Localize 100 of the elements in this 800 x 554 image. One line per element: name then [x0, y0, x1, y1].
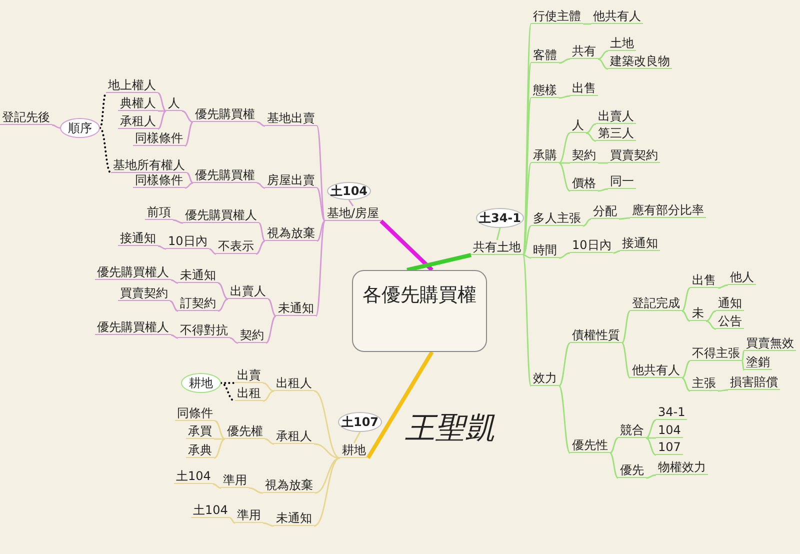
topic-label: 債權性質: [570, 328, 622, 343]
topic-label: 行使主體: [531, 9, 583, 24]
branch-line: [622, 310, 630, 344]
topic-label: 優先購買權: [193, 168, 257, 183]
topic-label: 不得對抗: [178, 323, 230, 338]
branch-line: [682, 310, 690, 322]
branch-line: [583, 23, 591, 25]
branch-line: [348, 200, 354, 206]
topic-label: 出售: [690, 273, 718, 288]
topic-label: 34-1: [656, 405, 688, 420]
branch-line: [522, 254, 532, 259]
branch-line: [741, 360, 745, 370]
branch-line: [314, 457, 340, 494]
topic-label: 接通知: [620, 236, 660, 251]
branch-line: [158, 110, 166, 130]
topic-label: 買賣無效: [744, 336, 796, 351]
branch-line: [316, 126, 326, 222]
topic-label: 人: [570, 118, 586, 133]
branch-line: [558, 58, 570, 64]
branch-line: [646, 474, 656, 479]
branch-line: [256, 121, 266, 127]
topic-label: 土104: [174, 469, 213, 484]
branch-line: [353, 432, 361, 444]
topic-label: 未: [690, 306, 706, 321]
branch-line: [212, 483, 222, 489]
topic-label: 10日內: [570, 238, 614, 253]
branch-line: [610, 437, 618, 454]
branch-line: [682, 287, 690, 312]
branch-line: [558, 252, 570, 259]
topic-label: 107: [656, 440, 683, 455]
branch-line: [214, 438, 226, 459]
branch-line: [170, 334, 178, 339]
topic-label: 不表示: [216, 239, 256, 254]
branch-line: [586, 132, 596, 142]
topic-label: 典權人: [118, 96, 158, 111]
topic-label: 出售: [570, 81, 598, 96]
topic-label: 準用: [221, 473, 249, 488]
topic-label: 訂契約: [178, 296, 218, 311]
topic-label: 視為放棄: [263, 478, 315, 493]
callout-bubble: 土34-1: [476, 208, 524, 228]
topic-label: 價格: [570, 176, 598, 191]
topic-label: 同一: [608, 174, 636, 189]
branch-line: [613, 250, 620, 254]
topic-label: 土104: [191, 503, 230, 518]
topic-label: 他共有人: [591, 9, 643, 24]
branch-line: [558, 162, 570, 192]
branch-line: [214, 438, 225, 440]
branch-line: [406, 253, 472, 272]
central-topic-box: 各優先購買權: [352, 270, 487, 352]
ellipse-node: 耕地: [181, 373, 221, 393]
branch-line: [496, 228, 501, 240]
topic-label: 他共有人: [630, 363, 682, 378]
topic-label: 104: [656, 423, 683, 438]
signature: 王聖凱: [405, 410, 495, 448]
topic-label: 接通知: [118, 231, 158, 246]
topic-label: 10日內: [166, 234, 210, 249]
branch-line: [610, 452, 618, 479]
topic-label: 承租人: [274, 429, 314, 444]
branch-line: [682, 377, 690, 392]
branch-line: [741, 350, 745, 362]
topic-label: 土地: [608, 36, 636, 51]
branch-line: [582, 218, 592, 227]
topic-label: 基地出賣: [265, 111, 317, 126]
topic-label: 登記完成: [630, 296, 682, 311]
topic-label: 未通知: [276, 301, 316, 316]
branch-line: [558, 386, 570, 454]
topic-label: 承購: [531, 148, 559, 163]
topic-label: 公告: [716, 314, 744, 329]
branch-line: [209, 248, 216, 255]
branch-line: [172, 219, 184, 224]
topic-label: 人: [166, 96, 182, 111]
branch-line: [258, 222, 266, 242]
topic-label: 同條件: [175, 406, 215, 421]
branch-line: [380, 220, 434, 272]
ellipse-node: 順序: [60, 118, 100, 138]
topic-label: 競合: [618, 423, 646, 438]
branch-line: [522, 24, 532, 256]
topic-label: 出租: [235, 386, 263, 401]
callout-bubble: 土104: [327, 182, 371, 200]
branch-line: [682, 360, 690, 379]
topic-label: 出租人: [274, 376, 314, 391]
branch-line: [158, 92, 166, 112]
topic-label: 客體: [531, 48, 559, 63]
topic-label: 優先購買權人: [183, 208, 259, 223]
topic-label: 第三人: [596, 126, 636, 141]
branch-line: [522, 254, 532, 386]
branch-line: [558, 342, 570, 387]
topic-label: 共有: [570, 44, 598, 59]
topic-label: 買賣契約: [118, 286, 170, 301]
topic-label: 登記先後: [0, 110, 52, 125]
branch-line: [314, 457, 340, 527]
topic-label: 優先購買權: [193, 107, 257, 122]
topic-label: 同樣條件: [133, 173, 185, 188]
topic-label: 主張: [690, 376, 718, 391]
topic-label: 優先性: [570, 438, 610, 453]
topic-label: 優先購買權人: [95, 320, 171, 335]
branch-line: [264, 438, 274, 445]
branch-line: [646, 437, 656, 439]
topic-label: 多人主張: [531, 211, 583, 226]
topic-label: 耕地: [340, 443, 368, 458]
